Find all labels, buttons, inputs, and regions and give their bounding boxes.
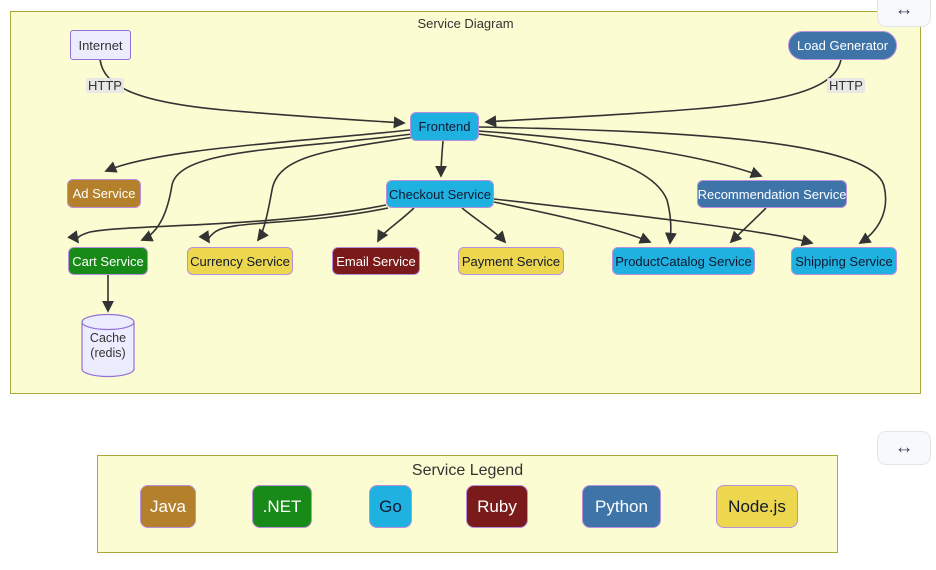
edge-label-http-internet: HTTP (86, 78, 124, 93)
node-recommendation-service: Recommendation Service (697, 180, 847, 208)
cache-label-line2: (redis) (90, 346, 126, 360)
node-email-service: Email Service (332, 247, 420, 275)
node-frontend: Frontend (410, 112, 479, 141)
node-checkout-service: Checkout Service (386, 180, 494, 208)
node-payment-service: Payment Service (458, 247, 564, 275)
node-internet: Internet (70, 30, 131, 60)
legend-item-java: Java (140, 485, 196, 528)
node-cart-service: Cart Service (68, 247, 148, 275)
legend-item-go: Go (369, 485, 412, 528)
node-productcatalog-service: ProductCatalog Service (612, 247, 755, 275)
horizontal-resize-icon: ↔ (894, 437, 914, 458)
service-legend-panel: Service Legend Java .NET Go Ruby Python … (97, 455, 838, 553)
node-ad-service: Ad Service (67, 179, 141, 208)
diagram-title: Service Diagram (417, 16, 514, 31)
legend-item-ruby: Ruby (466, 485, 528, 528)
horizontal-resize-icon: ↔ (894, 0, 914, 20)
legend-item-nodejs: Node.js (716, 485, 798, 528)
node-currency-service: Currency Service (187, 247, 293, 275)
edge-label-http-load-generator: HTTP (827, 78, 865, 93)
node-shipping-service: Shipping Service (791, 247, 897, 275)
legend-item-python: Python (582, 485, 661, 528)
legend-resize-button[interactable]: ↔ (877, 431, 931, 465)
cache-label-line1: Cache (89, 331, 127, 345)
diagram-resize-button[interactable]: ↔ (877, 0, 931, 27)
node-cache-redis: Cache (redis) (82, 331, 134, 361)
legend-item-dotnet: .NET (252, 485, 312, 528)
node-load-generator: Load Generator (788, 31, 897, 60)
legend-title: Service Legend (411, 462, 524, 479)
